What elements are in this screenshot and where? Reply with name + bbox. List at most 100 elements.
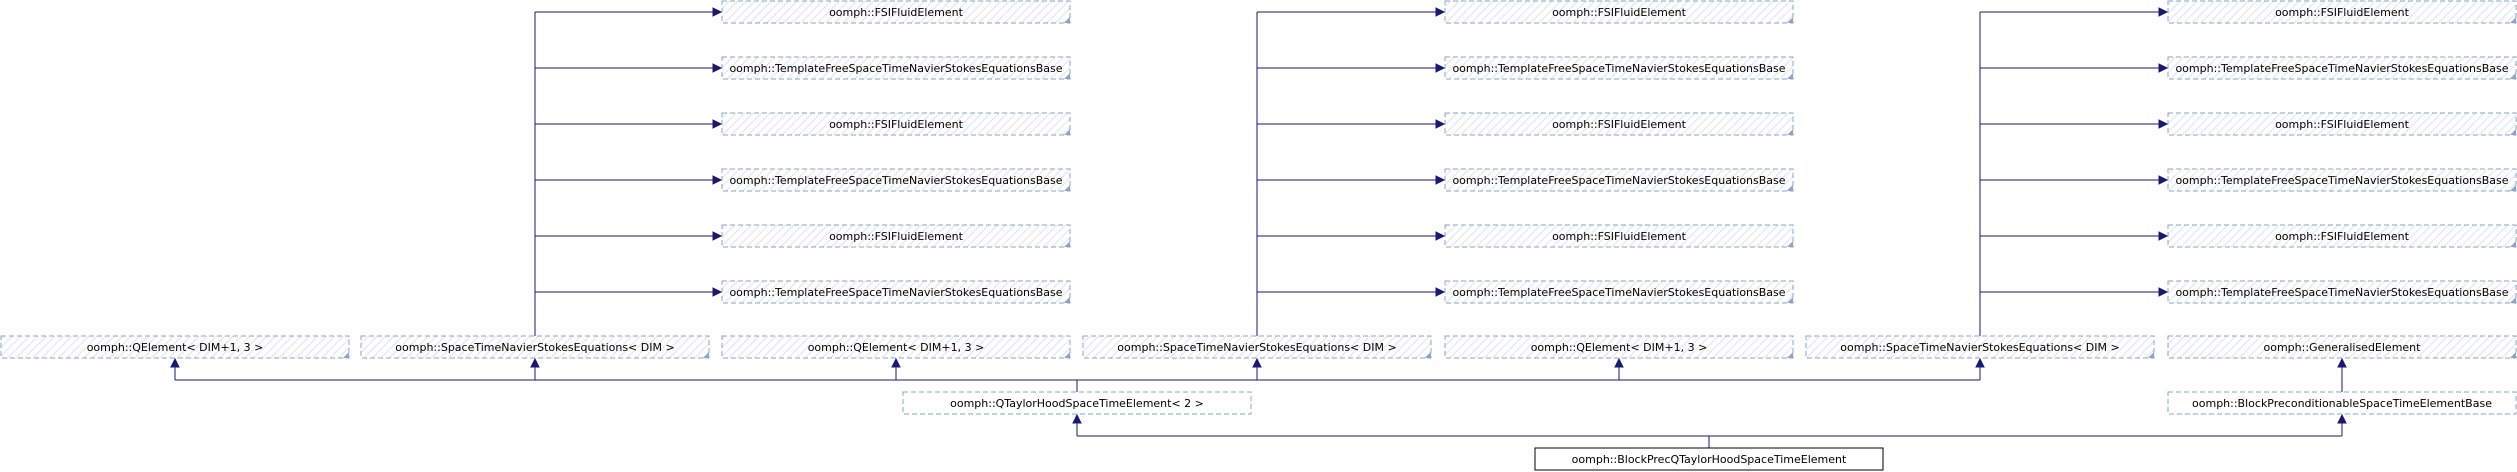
node-corner-mark bbox=[2148, 352, 2154, 358]
node-label: oomph::SpaceTimeNavierStokesEquations< D… bbox=[395, 341, 674, 354]
edge-arrowhead bbox=[1435, 175, 1446, 185]
node-box bbox=[2167, 280, 2517, 304]
edge-arrowhead bbox=[712, 119, 723, 129]
class-node-main[interactable]: oomph::BlockPrecQTaylorHoodSpaceTimeElem… bbox=[1534, 447, 1884, 471]
class-node-fsi_2c[interactable]: oomph::FSIFluidElement bbox=[1444, 224, 1794, 248]
class-node-tfst_3a[interactable]: oomph::TemplateFreeSpaceTimeNavierStokes… bbox=[2167, 56, 2517, 80]
node-corner-mark bbox=[2510, 297, 2516, 303]
node-box bbox=[2167, 335, 2517, 359]
node-corner-mark bbox=[1787, 241, 1793, 247]
node-box bbox=[0, 335, 350, 359]
class-node-stns_1[interactable]: oomph::SpaceTimeNavierStokesEquations< D… bbox=[360, 335, 710, 359]
node-corner-mark bbox=[2510, 73, 2516, 79]
node-label: oomph::SpaceTimeNavierStokesEquations< D… bbox=[1117, 341, 1396, 354]
node-box bbox=[721, 168, 1071, 192]
node-corner-mark bbox=[1787, 17, 1793, 23]
node-label: oomph::FSIFluidElement bbox=[2275, 118, 2410, 131]
node-label: oomph::TemplateFreeSpaceTimeNavierStokes… bbox=[1452, 174, 1785, 187]
node-corner-mark bbox=[1064, 352, 1070, 358]
node-box bbox=[1534, 447, 1884, 471]
class-node-qel_3[interactable]: oomph::QElement< DIM+1, 3 > bbox=[1444, 335, 1794, 359]
node-label: oomph::TemplateFreeSpaceTimeNavierStokes… bbox=[729, 174, 1062, 187]
node-label: oomph::FSIFluidElement bbox=[1552, 118, 1687, 131]
edge-arrowhead bbox=[712, 7, 723, 17]
class-node-fsi_2a[interactable]: oomph::FSIFluidElement bbox=[1444, 0, 1794, 24]
class-node-tfst_2a[interactable]: oomph::TemplateFreeSpaceTimeNavierStokes… bbox=[1444, 56, 1794, 80]
class-node-gen[interactable]: oomph::GeneralisedElement bbox=[2167, 335, 2517, 359]
class-node-fsi_1b[interactable]: oomph::FSIFluidElement bbox=[721, 112, 1071, 136]
edge-arrowhead bbox=[1435, 119, 1446, 129]
edge-arrowhead bbox=[1435, 231, 1446, 241]
class-node-qel_1[interactable]: oomph::QElement< DIM+1, 3 > bbox=[0, 335, 350, 359]
edge-arrowhead bbox=[530, 357, 540, 368]
node-box bbox=[360, 335, 710, 359]
edge-arrowhead bbox=[2158, 287, 2169, 297]
edge-arrowhead bbox=[712, 231, 723, 241]
class-node-fsi_3a[interactable]: oomph::FSIFluidElement bbox=[2167, 0, 2517, 24]
node-corner-mark bbox=[1787, 352, 1793, 358]
node-label: oomph::BlockPrecQTaylorHoodSpaceTimeElem… bbox=[1572, 453, 1847, 466]
node-label: oomph::TemplateFreeSpaceTimeNavierStokes… bbox=[729, 286, 1062, 299]
class-node-fsi_1a[interactable]: oomph::FSIFluidElement bbox=[721, 0, 1071, 24]
node-box bbox=[2167, 56, 2517, 80]
edge-arrowhead bbox=[2158, 119, 2169, 129]
node-label: oomph::BlockPreconditionableSpaceTimeEle… bbox=[2192, 397, 2492, 410]
edge-arrowhead bbox=[2158, 175, 2169, 185]
edges-layer bbox=[170, 7, 2347, 448]
node-label: oomph::QElement< DIM+1, 3 > bbox=[808, 341, 985, 354]
edge-arrowhead bbox=[1072, 413, 1082, 424]
node-box bbox=[1444, 280, 1794, 304]
node-box bbox=[721, 224, 1071, 248]
node-box bbox=[1444, 224, 1794, 248]
edge-arrowhead bbox=[891, 357, 901, 368]
node-corner-mark bbox=[1064, 129, 1070, 135]
class-node-fsi_3c[interactable]: oomph::FSIFluidElement bbox=[2167, 224, 2517, 248]
node-box bbox=[721, 0, 1071, 24]
node-corner-mark bbox=[1787, 297, 1793, 303]
node-label: oomph::SpaceTimeNavierStokesEquations< D… bbox=[1840, 341, 2119, 354]
class-node-tfst_1a[interactable]: oomph::TemplateFreeSpaceTimeNavierStokes… bbox=[721, 56, 1071, 80]
edge-arrowhead bbox=[712, 63, 723, 73]
class-node-fsi_2b[interactable]: oomph::FSIFluidElement bbox=[1444, 112, 1794, 136]
class-node-bpst[interactable]: oomph::BlockPreconditionableSpaceTimeEle… bbox=[2167, 391, 2517, 415]
class-node-stns_2[interactable]: oomph::SpaceTimeNavierStokesEquations< D… bbox=[1082, 335, 1432, 359]
class-node-qel_2[interactable]: oomph::QElement< DIM+1, 3 > bbox=[721, 335, 1071, 359]
class-node-tfst_3b[interactable]: oomph::TemplateFreeSpaceTimeNavierStokes… bbox=[2167, 168, 2517, 192]
node-box bbox=[721, 280, 1071, 304]
node-corner-mark bbox=[2510, 352, 2516, 358]
class-node-tfst_2c[interactable]: oomph::TemplateFreeSpaceTimeNavierStokes… bbox=[1444, 280, 1794, 304]
node-label: oomph::TemplateFreeSpaceTimeNavierStokes… bbox=[2175, 174, 2508, 187]
edge-arrowhead bbox=[2337, 413, 2347, 424]
node-corner-mark bbox=[1064, 73, 1070, 79]
node-corner-mark bbox=[1787, 185, 1793, 191]
edge-arrowhead bbox=[170, 357, 180, 368]
class-node-tfst_2b[interactable]: oomph::TemplateFreeSpaceTimeNavierStokes… bbox=[1444, 168, 1794, 192]
edge-arrowhead bbox=[2337, 357, 2347, 368]
node-label: oomph::FSIFluidElement bbox=[1552, 6, 1687, 19]
edge-arrowhead bbox=[2158, 231, 2169, 241]
edge-arrowhead bbox=[1435, 287, 1446, 297]
class-node-tfst_3c[interactable]: oomph::TemplateFreeSpaceTimeNavierStokes… bbox=[2167, 280, 2517, 304]
class-node-stns_3[interactable]: oomph::SpaceTimeNavierStokesEquations< D… bbox=[1805, 335, 2155, 359]
node-box bbox=[2167, 224, 2517, 248]
class-node-tfst_1c[interactable]: oomph::TemplateFreeSpaceTimeNavierStokes… bbox=[721, 280, 1071, 304]
class-node-fsi_1c[interactable]: oomph::FSIFluidElement bbox=[721, 224, 1071, 248]
node-box bbox=[2167, 168, 2517, 192]
class-node-fsi_3b[interactable]: oomph::FSIFluidElement bbox=[2167, 112, 2517, 136]
node-label: oomph::FSIFluidElement bbox=[2275, 6, 2410, 19]
node-box bbox=[1444, 335, 1794, 359]
edge-arrowhead bbox=[712, 287, 723, 297]
class-node-qth[interactable]: oomph::QTaylorHoodSpaceTimeElement< 2 > bbox=[902, 391, 1252, 415]
node-label: oomph::TemplateFreeSpaceTimeNavierStokes… bbox=[2175, 62, 2508, 75]
node-label: oomph::FSIFluidElement bbox=[829, 118, 964, 131]
node-box bbox=[902, 391, 1252, 415]
node-label: oomph::TemplateFreeSpaceTimeNavierStokes… bbox=[1452, 286, 1785, 299]
class-node-tfst_1b[interactable]: oomph::TemplateFreeSpaceTimeNavierStokes… bbox=[721, 168, 1071, 192]
edge-arrowhead bbox=[2158, 63, 2169, 73]
node-box bbox=[721, 112, 1071, 136]
node-corner-mark bbox=[1064, 185, 1070, 191]
node-label: oomph::GeneralisedElement bbox=[2264, 341, 2422, 354]
node-box bbox=[1444, 0, 1794, 24]
